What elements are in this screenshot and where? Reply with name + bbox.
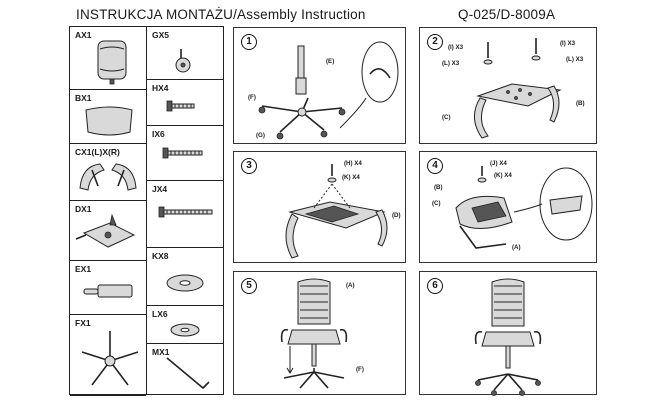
part-label: LX6	[152, 309, 168, 319]
step-number: 5	[241, 278, 257, 294]
armrest-pair-icon	[79, 163, 137, 191]
five-star-base-icon	[81, 331, 139, 386]
part-label: CX1(L)X(R)	[75, 147, 120, 157]
long-bolt-icon	[158, 206, 213, 218]
part-label: BX1	[75, 93, 92, 103]
part-label: FX1	[75, 318, 91, 328]
part-label: JX4	[152, 184, 168, 194]
parts-table: AX1 BX1 CX1(L)X(R) DX1 EX1	[69, 26, 224, 396]
part-tag-e: (E)	[326, 58, 335, 65]
step-6-panel: 6	[419, 271, 597, 396]
part-tag-b: (B)	[576, 100, 585, 107]
header: INSTRUKCJA MONTAŻU/Assembly Instruction …	[0, 4, 671, 26]
backrest-attach-illustration	[455, 166, 593, 249]
armrest-pad-icon	[97, 40, 127, 85]
part-tag-a: (A)	[512, 244, 521, 251]
part-label: KX8	[152, 251, 169, 261]
part-tag-c: (C)	[442, 114, 451, 121]
seat-armrest-illustration	[474, 38, 562, 139]
step-4-panel: 4 (J) X4 (K) X4 (B) (C) (A)	[419, 151, 597, 263]
part-cell-ex: EX1	[70, 261, 146, 315]
part-cell-fx: FX1	[70, 315, 146, 396]
part-tag-k: (K) X4	[342, 174, 360, 181]
part-label: EX1	[75, 264, 92, 274]
part-tag-a: (A)	[346, 282, 355, 289]
step-2-panel: 2 (I) X3 (I) X3 (L) X3 (L) X3 (B) (C)	[419, 27, 597, 144]
part-tag-b: (B)	[434, 184, 443, 191]
part-label: GX5	[152, 30, 170, 40]
part-cell-mx: MX1	[147, 344, 223, 396]
allen-key-icon	[166, 357, 210, 389]
seat-mechanism-icon	[75, 213, 136, 248]
finished-chair-illustration	[474, 278, 542, 396]
part-cell-hx: HX4	[147, 80, 223, 126]
part-tag-d: (D)	[392, 212, 401, 219]
step-1-panel: 1 (E) (F) (G)	[233, 27, 406, 144]
part-tag-f: (F)	[356, 366, 364, 373]
part-cell-dx: DX1	[70, 201, 146, 261]
part-label: AX1	[75, 30, 92, 40]
page-title: INSTRUKCJA MONTAŻU/Assembly Instruction	[76, 7, 366, 22]
part-cell-bx: BX1	[70, 90, 146, 144]
part-cell-lx: LX6	[147, 306, 223, 344]
step-number: 2	[427, 34, 443, 50]
step-number: 1	[241, 34, 257, 50]
part-tag-i-left: (I) X3	[448, 44, 464, 51]
step-5-panel: 5 (A) (F)	[233, 271, 406, 395]
part-tag-i-right: (I) X3	[560, 40, 576, 47]
part-label: DX1	[75, 204, 92, 214]
part-cell-ax: AX1	[70, 27, 146, 90]
medium-bolt-icon	[162, 147, 203, 159]
part-tag-g: (G)	[256, 132, 265, 139]
part-cell-jx: JX4	[147, 181, 223, 248]
part-tag-l-right: (L) X3	[566, 56, 584, 63]
seat-cushion-icon	[85, 106, 133, 136]
part-tag-l-left: (L) X3	[442, 60, 460, 67]
base-assembly-illustration	[258, 41, 399, 140]
step-number: 6	[427, 278, 443, 294]
part-cell-kx: KX8	[147, 248, 223, 306]
step-3-panel: 3 (H) X4 (K) X4 (D)	[233, 151, 406, 263]
flat-washer-icon	[166, 274, 204, 292]
part-cell-ix: IX6	[147, 126, 223, 181]
part-tag-f: (F)	[248, 94, 256, 101]
part-tag-k: (K) X4	[494, 172, 512, 179]
part-tag-h: (H) X4	[344, 160, 362, 167]
part-tag-j: (J) X4	[490, 160, 507, 167]
part-cell-gx: GX5	[147, 27, 223, 80]
part-tag-c: (C)	[432, 200, 441, 207]
step-number: 4	[427, 158, 443, 174]
parts-divider	[146, 27, 147, 394]
step-number: 3	[241, 158, 257, 174]
model-number: Q-025/D-8009A	[458, 7, 556, 22]
gas-lift-icon	[83, 284, 133, 298]
chair-on-base-illustration	[280, 278, 348, 389]
spring-washer-icon	[170, 323, 200, 337]
caster-wheel-icon	[175, 49, 191, 73]
mechanism-attach-illustration	[285, 164, 388, 259]
part-label: MX1	[152, 347, 170, 357]
part-cell-cx: CX1(L)X(R)	[70, 144, 146, 201]
part-label: HX4	[152, 83, 169, 93]
part-label: IX6	[152, 129, 165, 139]
short-bolt-icon	[166, 100, 195, 112]
